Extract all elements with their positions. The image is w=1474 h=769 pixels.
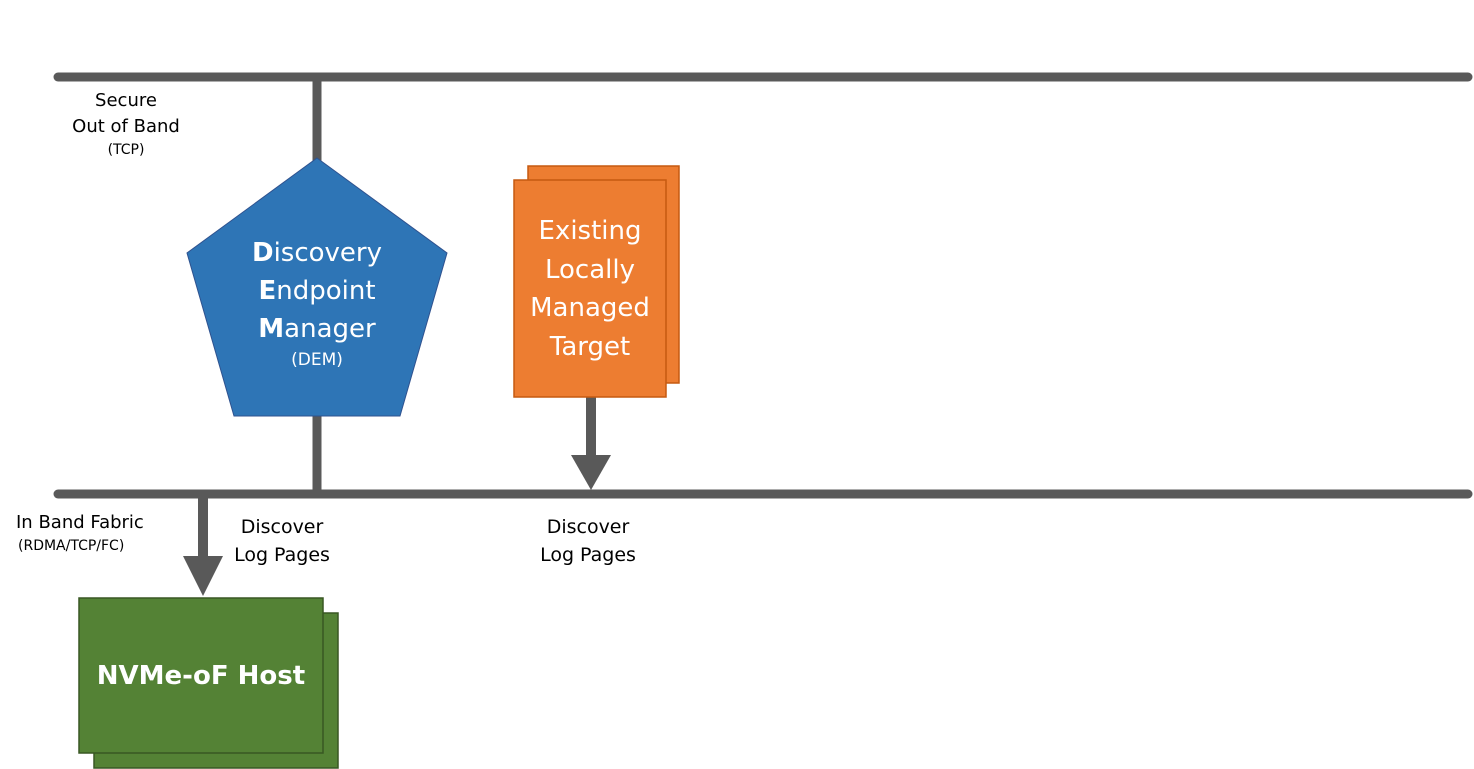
dem-pentagon xyxy=(186,157,448,417)
oob-line2: Out of Band xyxy=(72,116,180,138)
oob-line3: (TCP) xyxy=(107,142,145,159)
dem-label: Discovery Endpoint Manager (DEM) xyxy=(187,234,447,372)
discover-log-pages-mid: Discover Log Pages xyxy=(528,514,648,569)
target-line2: Locally xyxy=(545,254,635,285)
in-band-line3: (RDMA/TCP/FC) xyxy=(18,538,125,555)
target-line1: Existing xyxy=(538,216,642,246)
discover-left-line2: Log Pages xyxy=(234,543,330,566)
oob-bus-label: Secure Out of Band (TCP) xyxy=(66,88,186,160)
in-band-bus-label: In Band Fabric (RDMA/TCP/FC) xyxy=(6,510,166,556)
target-front-card xyxy=(513,179,667,398)
discover-left-line1: Discover xyxy=(240,516,324,538)
discover-mid-line1: Discover xyxy=(546,516,630,538)
in-band-line1: In Band Fabric xyxy=(16,512,144,533)
discover-log-pages-left: Discover Log Pages xyxy=(222,514,342,569)
host-label: NVMe-oF Host xyxy=(96,661,306,691)
target-line4: Target xyxy=(549,331,631,362)
host-front-card xyxy=(78,597,324,754)
dem-line-manager: Manager xyxy=(258,314,376,344)
dem-abbreviation: (DEM) xyxy=(291,350,343,370)
dem-line-endpoint: Endpoint xyxy=(258,276,376,306)
discover-mid-line2: Log Pages xyxy=(540,543,636,566)
target-arrow-head xyxy=(571,455,611,490)
dem-line-discovery: Discovery xyxy=(251,238,383,268)
oob-line1: Secure xyxy=(95,90,157,111)
host-arrow-head xyxy=(183,556,223,596)
target-line3: Managed xyxy=(530,293,650,323)
target-label: Existing Locally Managed Target xyxy=(514,212,666,366)
